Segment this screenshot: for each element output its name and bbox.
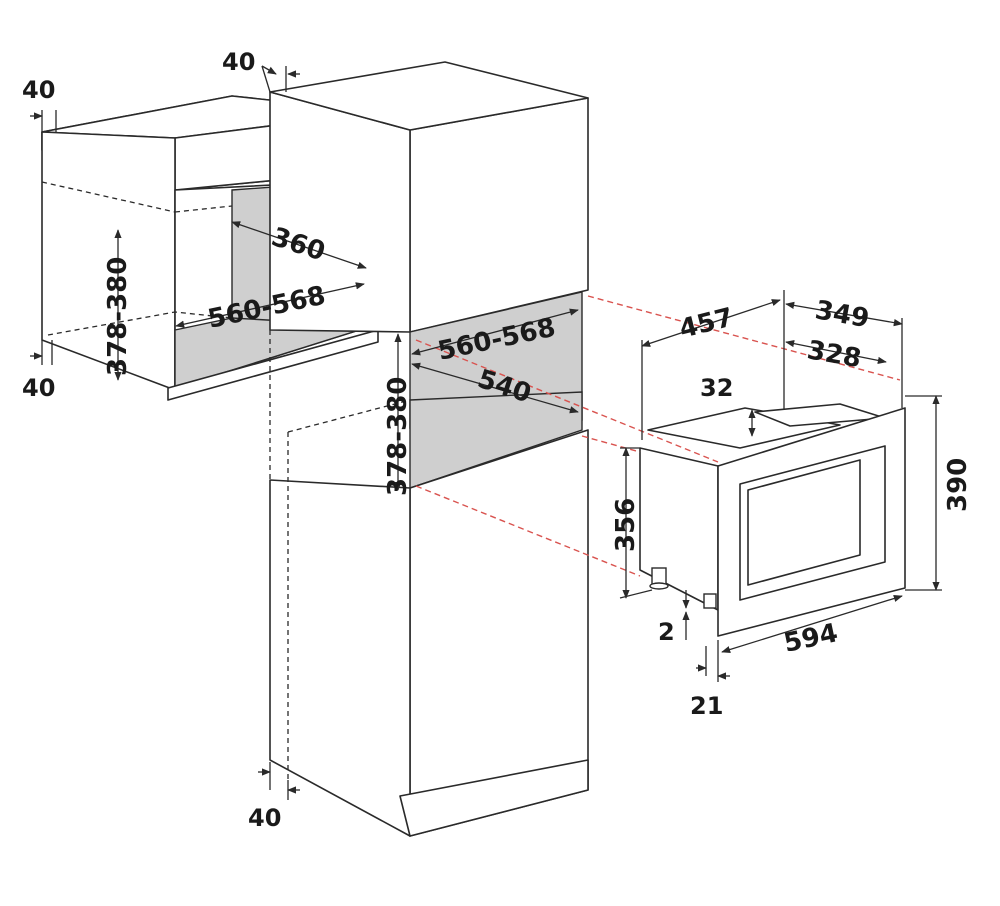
label-oven-width: 594 (781, 618, 840, 659)
label-wall-niche-height: 378-380 (103, 257, 133, 376)
label-oven-panel-depth: 349 (813, 295, 872, 334)
label-oven-depth: 457 (676, 303, 736, 345)
label-bottom-gap-left: 40 (22, 374, 55, 402)
tall-cabinet (269, 61, 589, 837)
label-top-gap-left: 40 (22, 76, 55, 104)
label-top-gap-tall: 40 (222, 48, 255, 76)
label-oven-frame-depth: 21 (690, 692, 723, 720)
label-oven-inner-depth: 328 (805, 335, 864, 374)
label-oven-body-height: 356 (611, 498, 641, 552)
dimension-lines (30, 65, 942, 800)
label-tall-niche-height: 378-380 (383, 377, 413, 496)
label-oven-front-height: 390 (943, 458, 973, 512)
label-oven-top-height: 32 (700, 374, 733, 402)
label-oven-foot-height: 2 (658, 618, 675, 646)
label-bottom-gap-tall: 40 (248, 804, 281, 832)
oven-unit (639, 403, 906, 637)
